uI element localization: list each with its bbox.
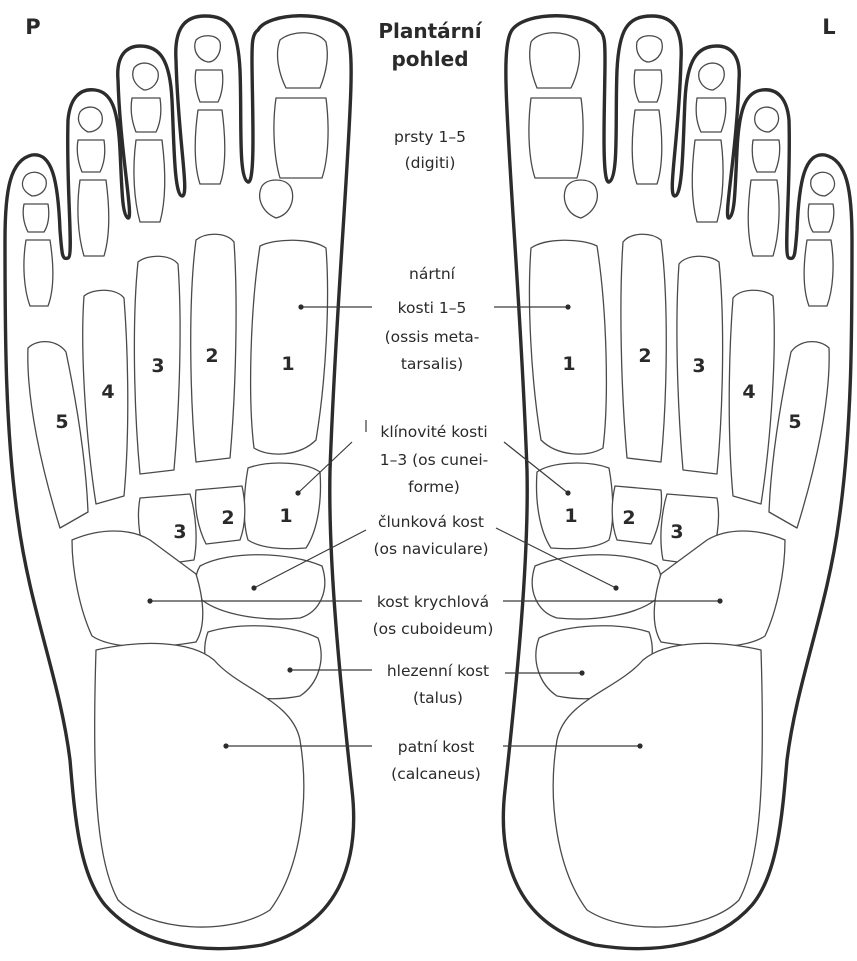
label-calcaneus-1: patní kost bbox=[398, 738, 475, 756]
label-toes-2: (digiti) bbox=[405, 154, 456, 172]
label-cuboid-1: kost krychlová bbox=[377, 593, 489, 611]
right-toe4-distal bbox=[78, 107, 102, 132]
label-calcaneus-2: (calcaneus) bbox=[391, 765, 481, 783]
right-toe5-middle bbox=[23, 204, 49, 232]
leader-dot bbox=[565, 304, 570, 309]
right-cuneiform-number-2: 2 bbox=[221, 507, 234, 529]
label-talus-2: (talus) bbox=[413, 689, 463, 707]
view-title-line-1: Plantární bbox=[378, 19, 482, 43]
left-toe2-proximal bbox=[632, 110, 662, 184]
left-hallux-distal-phalanx bbox=[530, 33, 580, 88]
leader-dot bbox=[637, 743, 642, 748]
label-cuneiforms-3: forme) bbox=[408, 478, 460, 496]
right-toe3-middle bbox=[131, 98, 161, 132]
left-metatarsal-number-4: 4 bbox=[742, 381, 755, 403]
left-toe3-proximal bbox=[692, 140, 723, 222]
leader-dot bbox=[251, 585, 256, 590]
label-toes-1: prsty 1–5 bbox=[394, 128, 466, 146]
left-cuneiform-2 bbox=[612, 486, 661, 544]
label-navicular-2: (os naviculare) bbox=[373, 540, 488, 558]
left-metatarsal-number-1: 1 bbox=[562, 353, 575, 375]
leader-dot bbox=[717, 598, 722, 603]
left-toe5-distal bbox=[811, 172, 835, 196]
right-cuneiform-number-3: 3 bbox=[173, 521, 186, 543]
right-toe3-proximal bbox=[134, 140, 165, 222]
right-hallux-distal-phalanx bbox=[278, 33, 328, 88]
label-metatarsals-1: nártní bbox=[409, 265, 456, 283]
right-cuneiform-2 bbox=[195, 486, 244, 544]
label-metatarsals-2: kosti 1–5 bbox=[398, 299, 467, 317]
right-toe4-middle bbox=[77, 140, 105, 172]
right-cuneiform-number-1: 1 bbox=[279, 505, 292, 527]
label-cuneiforms-1: klínovité kosti bbox=[380, 423, 487, 441]
right-toe5-distal bbox=[22, 172, 46, 196]
left-metatarsal-number-2: 2 bbox=[638, 345, 651, 367]
left-foot bbox=[503, 16, 852, 949]
label-metatarsals-3: (ossis meta- bbox=[385, 328, 480, 346]
left-metatarsal-number-3: 3 bbox=[692, 355, 705, 377]
leader-dot bbox=[295, 490, 300, 495]
left-cuneiform-number-3: 3 bbox=[670, 521, 683, 543]
leader-dot bbox=[579, 670, 584, 675]
right-metatarsal-1 bbox=[251, 240, 328, 454]
right-toe2-middle bbox=[195, 70, 223, 102]
left-toe3-middle bbox=[696, 98, 726, 132]
leader-dot bbox=[223, 743, 228, 748]
leader-dot bbox=[298, 304, 303, 309]
right-metatarsal-number-5: 5 bbox=[55, 411, 68, 433]
left-toe4-proximal bbox=[748, 180, 779, 256]
leader-dot bbox=[565, 490, 570, 495]
left-toe4-middle bbox=[752, 140, 780, 172]
right-foot: 1 2 3 4 5 1 2 3 bbox=[5, 16, 354, 949]
left-toe5-proximal bbox=[804, 240, 833, 306]
label-metatarsals-4: tarsalis) bbox=[401, 355, 463, 373]
left-metatarsal-number-5: 5 bbox=[788, 411, 801, 433]
label-cuboid-2: (os cuboideum) bbox=[373, 620, 494, 638]
right-metatarsal-number-2: 2 bbox=[205, 345, 218, 367]
left-toe5-middle bbox=[808, 204, 834, 232]
leader-dot bbox=[287, 667, 292, 672]
right-toe4-proximal bbox=[78, 180, 109, 256]
left-metatarsal-1 bbox=[529, 240, 606, 454]
right-toe2-proximal bbox=[195, 110, 225, 184]
left-toe4-distal bbox=[755, 107, 779, 132]
label-talus-1: hlezenní kost bbox=[387, 662, 489, 680]
left-toe2-middle bbox=[634, 70, 662, 102]
left-hallux-proximal-phalanx bbox=[529, 98, 583, 178]
leader-dot bbox=[613, 585, 618, 590]
right-foot-side-label: P bbox=[25, 15, 40, 39]
right-hallux-proximal-phalanx bbox=[274, 98, 328, 178]
label-navicular-1: člunková kost bbox=[378, 513, 484, 531]
right-metatarsal-number-4: 4 bbox=[101, 381, 114, 403]
label-cuneiforms-2: 1–3 (os cunei- bbox=[380, 451, 489, 469]
left-foot-side-label: L bbox=[822, 15, 835, 39]
view-title-line-2: pohled bbox=[391, 47, 468, 71]
left-cuneiform-number-2: 2 bbox=[622, 507, 635, 529]
right-metatarsal-number-3: 3 bbox=[151, 355, 164, 377]
leader-dot bbox=[147, 598, 152, 603]
right-toe5-proximal bbox=[24, 240, 53, 306]
left-cuneiform-number-1: 1 bbox=[564, 505, 577, 527]
right-metatarsal-number-1: 1 bbox=[281, 353, 294, 375]
